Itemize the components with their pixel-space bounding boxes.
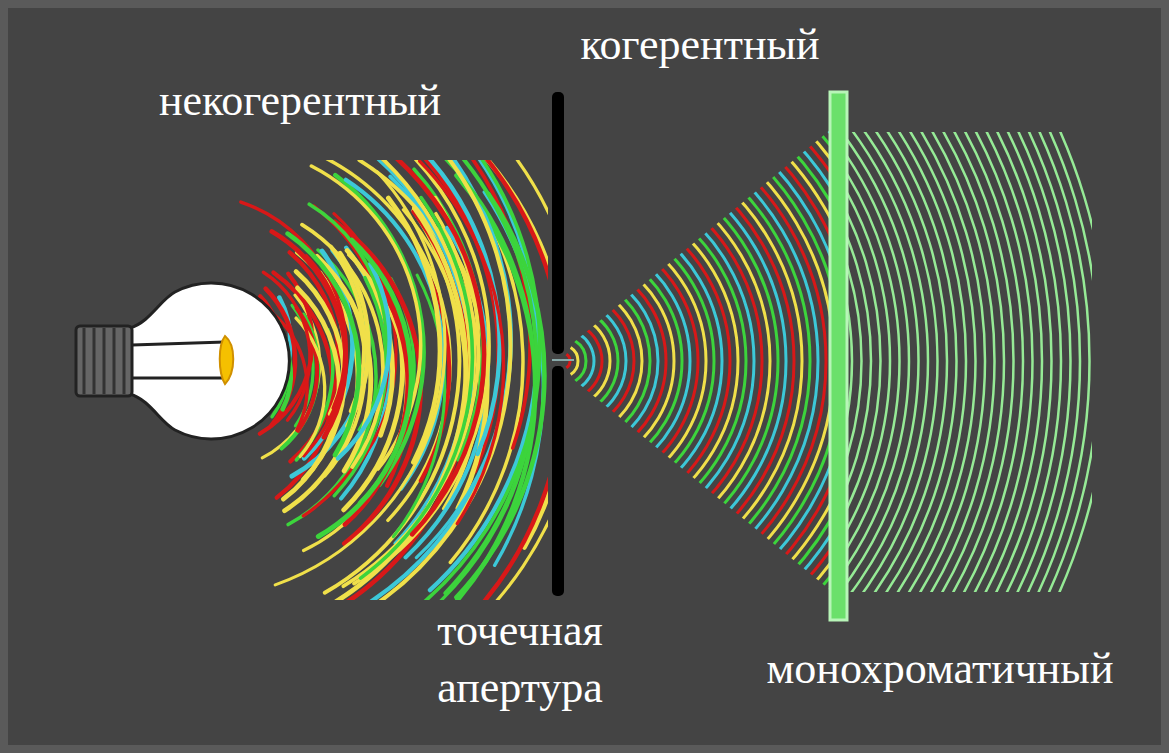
wave-arc: [411, 160, 537, 593]
aperture-label: точечная апертура: [400, 602, 640, 716]
wave-arc: [618, 273, 666, 448]
wave-arc: [848, 132, 1071, 592]
wave-arc: [288, 234, 359, 455]
wave-arc: [657, 213, 738, 509]
wave-arc: [848, 132, 1014, 592]
wave-arc: [848, 132, 1023, 592]
wave-arc: [627, 260, 682, 462]
aperture-screen: [552, 92, 574, 596]
wave-arc: [848, 132, 1089, 592]
wave-arc: [346, 180, 444, 489]
wave-arc: [584, 327, 602, 394]
wave-arc: [420, 161, 504, 524]
wave-arc: [614, 280, 658, 442]
wave-arc: [631, 253, 690, 468]
wave-arc: [588, 321, 610, 402]
wave-arc: [848, 132, 881, 592]
wave-arc: [666, 199, 754, 522]
wave-arc: [713, 125, 842, 596]
wave-arc: [739, 85, 890, 637]
wave-arc: [848, 132, 995, 592]
wave-arc: [414, 169, 483, 459]
wave-arc: [848, 132, 1061, 592]
wave-arc: [661, 206, 746, 516]
wave-arc: [486, 160, 548, 547]
wave-arc: [848, 132, 1092, 592]
wave-arc: [378, 160, 548, 600]
wave-arc: [705, 139, 826, 583]
wave-arc: [679, 179, 778, 543]
wave-arc: [848, 132, 1052, 592]
wave-arc: [388, 198, 440, 462]
wave-arc: [575, 341, 586, 381]
background: [8, 8, 1161, 745]
wave-arc: [579, 334, 594, 388]
wave-arc: [283, 288, 339, 499]
wave-arc: [848, 132, 1080, 592]
wave-arc: [623, 267, 674, 455]
wave-arc: [670, 193, 762, 530]
coherent-label: когерентный: [578, 16, 821, 73]
light-bulb: [76, 283, 289, 439]
wave-arc: [700, 146, 818, 577]
wave-arc: [735, 92, 882, 631]
wave-arc: [326, 160, 484, 534]
wave-arc: [400, 160, 535, 600]
wave-arc: [635, 247, 698, 476]
wave-arc: [848, 132, 1092, 592]
wave-arc: [848, 132, 966, 592]
wave-arc: [296, 318, 325, 456]
wave-arc: [306, 256, 345, 408]
wave-arc: [709, 132, 834, 590]
wave-arc: [674, 186, 770, 536]
color-filter: [830, 92, 847, 620]
monochrome-waves: [848, 132, 1092, 592]
wave-arc: [848, 132, 1004, 592]
coherent-waves: [566, 58, 922, 664]
wave-arc: [848, 132, 956, 592]
wave-arc: [592, 314, 618, 408]
wave-arc: [848, 132, 928, 592]
wave-arc: [848, 132, 947, 592]
monochrome-label: монохроматичный: [765, 640, 1116, 697]
wave-arc: [848, 132, 909, 592]
wave-arc: [848, 132, 1033, 592]
wave-arc: [848, 132, 919, 592]
wave-arc: [848, 132, 1042, 592]
incoherent-label: некогерентный: [157, 72, 443, 129]
wave-arc: [351, 160, 511, 600]
wave-arc: [456, 194, 544, 597]
